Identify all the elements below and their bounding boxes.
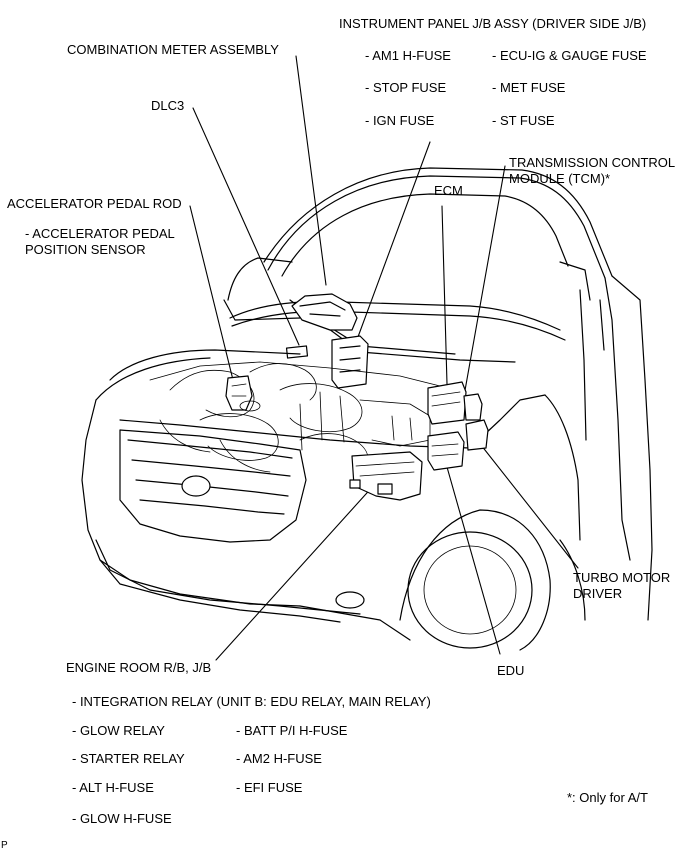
label-turbo-motor-driver-1: TURBO MOTOR — [573, 570, 671, 585]
label-glow-fuse: - GLOW H-FUSE — [72, 811, 172, 826]
label-batt-pi-fuse: - BATT P/I H-FUSE — [236, 723, 348, 738]
label-turbo-motor-driver-2: DRIVER — [573, 586, 623, 601]
label-stop-fuse: - STOP FUSE — [365, 80, 447, 95]
label-instrument-panel-jb: INSTRUMENT PANEL J/B ASSY (DRIVER SIDE J… — [339, 16, 647, 31]
label-ecu-ig-gauge-fuse: - ECU-IG & GAUGE FUSE — [492, 48, 647, 63]
label-tcm-line2: MODULE (TCM)* — [509, 171, 611, 186]
label-efi-fuse: - EFI FUSE — [236, 780, 303, 795]
cowl-and-dash — [229, 293, 566, 389]
cab-outline — [223, 167, 653, 621]
label-corner-mark: P — [1, 840, 8, 851]
label-alt-fuse: - ALT H-FUSE — [72, 780, 154, 795]
leader-turbo — [480, 444, 579, 569]
leader-edu — [444, 459, 501, 655]
leader-tcm — [463, 165, 506, 397]
label-accelerator-pedal-rod: ACCELERATOR PEDAL ROD — [7, 196, 182, 211]
label-accelerator-sensor-1: - ACCELERATOR PEDAL — [25, 226, 175, 241]
label-met-fuse: - MET FUSE — [492, 80, 566, 95]
label-engine-room-rb-jb: ENGINE ROOM R/B, J/B — [66, 660, 212, 675]
hood-fender — [81, 349, 586, 651]
leader-lines — [189, 55, 579, 661]
label-glow-relay: - GLOW RELAY — [72, 723, 165, 738]
leader-dlc3 — [192, 107, 300, 346]
leader-instrument-jb — [354, 141, 431, 346]
label-am2-fuse: - AM2 H-FUSE — [236, 751, 322, 766]
label-accelerator-sensor-2: POSITION SENSOR — [25, 242, 146, 257]
leader-engine-room — [215, 483, 376, 661]
leader-ecm — [441, 205, 448, 385]
engine-bay — [149, 361, 489, 501]
label-footnote: *: Only for A/T — [567, 790, 648, 805]
label-tcm-line1: TRANSMISSION CONTROL — [509, 155, 676, 170]
label-starter-relay: - STARTER RELAY — [72, 751, 185, 766]
label-ecm: ECM — [434, 183, 463, 198]
label-am1-fuse: - AM1 H-FUSE — [365, 48, 451, 63]
label-dlc3: DLC3 — [151, 98, 185, 113]
leader-combination-meter — [295, 55, 327, 286]
label-integration-relay: - INTEGRATION RELAY (UNIT B: EDU RELAY, … — [72, 694, 431, 709]
label-edu: EDU — [497, 663, 525, 678]
label-combination-meter: COMBINATION METER ASSEMBLY — [67, 42, 279, 57]
leader-accel-rod — [189, 205, 235, 385]
label-ign-fuse: - IGN FUSE — [365, 113, 435, 128]
label-st-fuse: - ST FUSE — [492, 113, 555, 128]
